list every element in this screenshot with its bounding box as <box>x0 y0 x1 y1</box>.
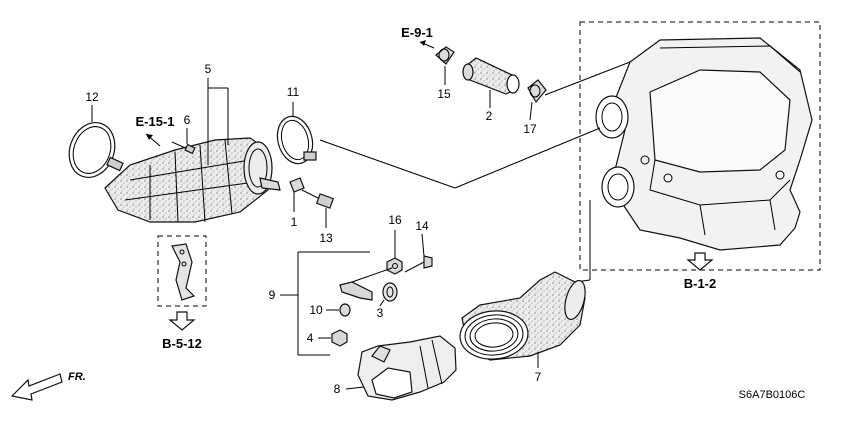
label-4: 4 <box>307 331 314 345</box>
part-17-clip <box>527 79 547 104</box>
label-14: 14 <box>415 219 429 233</box>
part-15-clip <box>435 46 455 65</box>
part-13-sensor <box>301 189 335 209</box>
part-12-band <box>68 122 124 178</box>
part-1-clip <box>289 177 305 193</box>
ref-e-15-1[interactable]: E-15-1 <box>135 114 174 129</box>
leader-band-to-housing-a <box>319 139 456 189</box>
part-16-nut <box>386 257 403 275</box>
part-b-5-12-bracket <box>171 243 196 301</box>
drawing-code: S6A7B0106C <box>739 389 806 401</box>
ref-e-9-1[interactable]: E-9-1 <box>401 25 433 40</box>
part-5-intake-tube <box>104 137 281 223</box>
label-17: 17 <box>523 122 537 136</box>
b-5-12-dashed-box <box>157 235 207 307</box>
part-7-intake-duct <box>459 271 586 361</box>
part-11-band <box>276 115 317 165</box>
leader-band-to-housing-b <box>454 127 601 189</box>
part-6-bolt <box>171 141 196 155</box>
ref-b-1-2[interactable]: B-1-2 <box>684 276 717 291</box>
air-cleaner-housing <box>595 37 813 251</box>
part-9-group-bracket <box>280 251 370 356</box>
label-9: 9 <box>269 288 276 302</box>
label-10: 10 <box>309 303 323 317</box>
label-16: 16 <box>388 213 402 227</box>
label-7: 7 <box>535 370 542 384</box>
label-15: 15 <box>437 87 451 101</box>
label-6: 6 <box>184 113 191 127</box>
ref-b-5-12[interactable]: B-5-12 <box>162 336 202 351</box>
label-12: 12 <box>85 90 99 104</box>
part-2-breather-tube <box>462 57 520 95</box>
leader-housing-top <box>544 61 631 96</box>
label-1: 1 <box>291 215 298 229</box>
part-3-grommet <box>382 282 398 302</box>
front-direction-arrow <box>10 373 63 401</box>
label-13: 13 <box>319 231 333 245</box>
label-8: 8 <box>334 382 341 396</box>
ref-e-15-1-arrow <box>145 133 161 147</box>
part-bracket-arm <box>339 267 393 301</box>
label-11: 11 <box>287 85 300 99</box>
label-5: 5 <box>205 62 212 76</box>
part-8-resonator <box>357 335 457 401</box>
front-direction-label: FR. <box>68 371 86 383</box>
part-10-collar <box>339 303 351 317</box>
label-3: 3 <box>377 306 384 320</box>
ref-b-1-2-arrow <box>686 252 714 271</box>
label-2: 2 <box>486 109 493 123</box>
part-14-bolt <box>404 255 433 273</box>
ref-e-9-1-arrow <box>419 40 435 49</box>
part-4-nut <box>331 329 348 347</box>
ref-b-5-12-arrow <box>168 311 196 331</box>
